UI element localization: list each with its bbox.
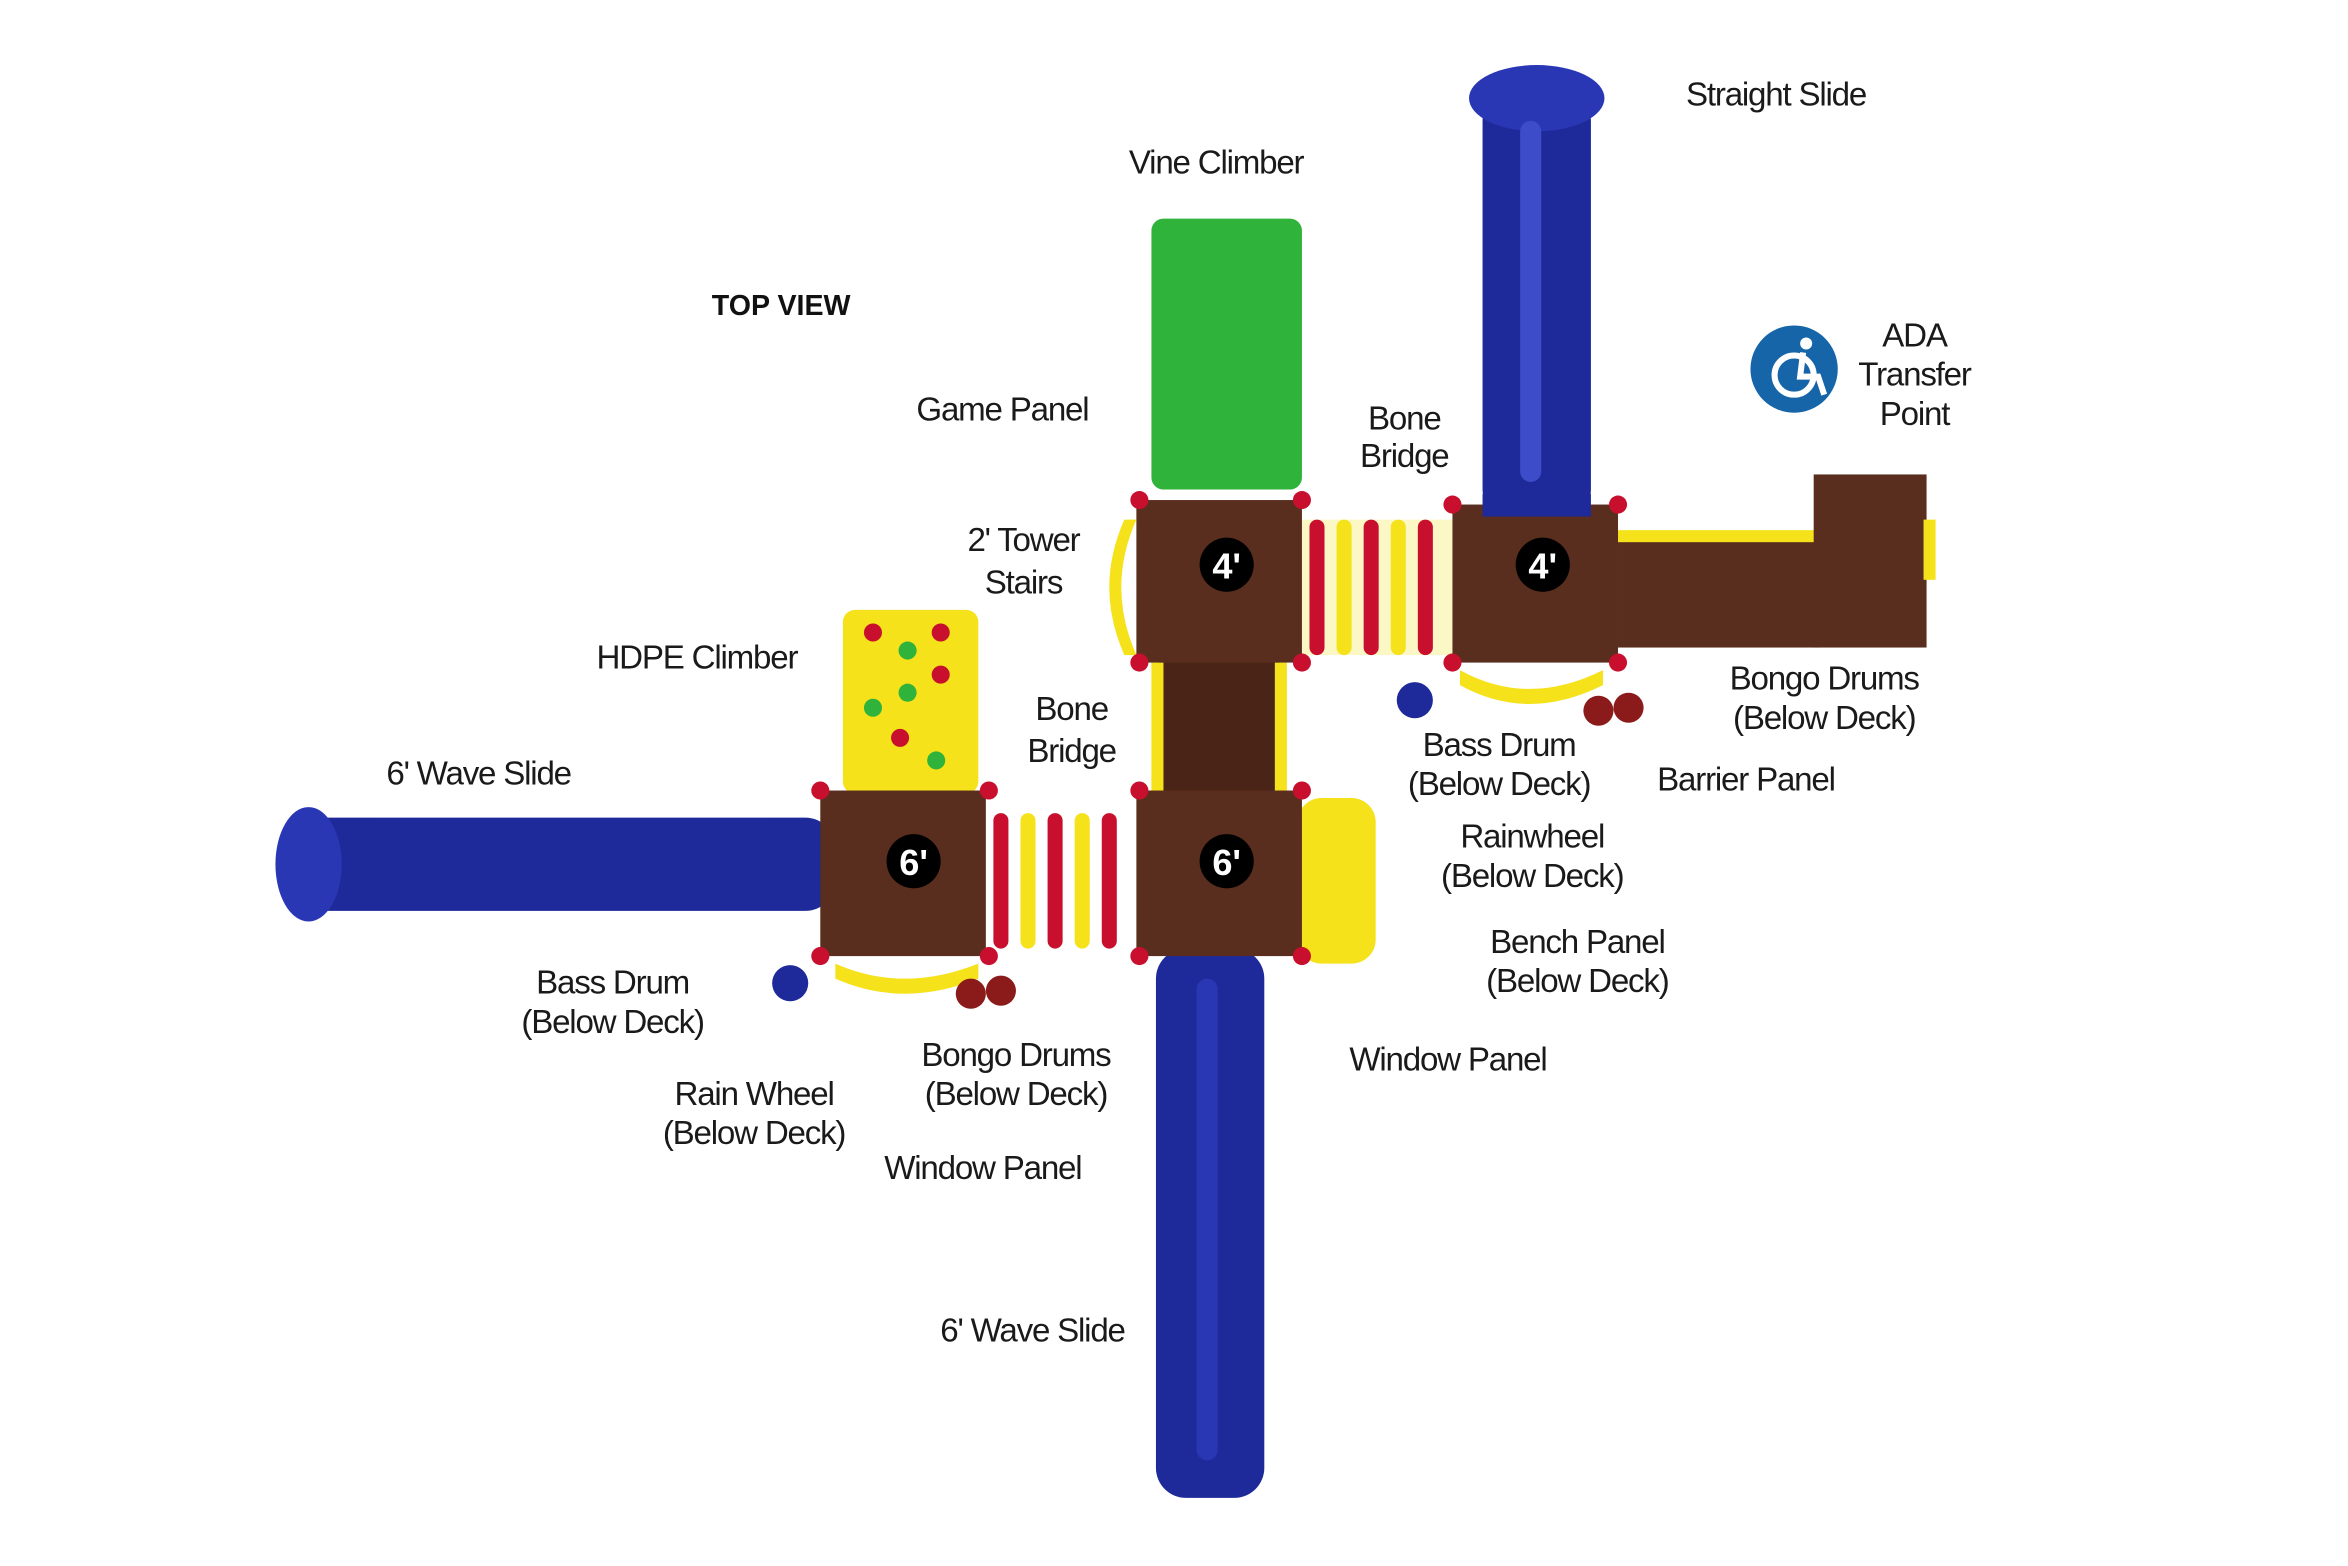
bench-panel: [1297, 798, 1376, 964]
ada-accessibility-icon: [1750, 325, 1838, 413]
label-rainwheel: (Below Deck): [1441, 858, 1623, 895]
straight-slide: [1469, 65, 1605, 520]
label-rain-wheel-left: (Below Deck): [663, 1115, 845, 1152]
label-bass-drum-left: (Below Deck): [521, 1004, 703, 1041]
barrier-panel-deck: [1610, 474, 1936, 648]
tower-4ft-right: 4': [1452, 494, 1619, 663]
label-ada: Point: [1880, 396, 1950, 433]
bone-bridge-mid: [993, 813, 1117, 949]
label-bass-drum-right: Bass Drum: [1423, 727, 1576, 764]
label-rainwheel: Rainwheel: [1460, 819, 1604, 856]
label-window-panel-right: Window Panel: [1349, 1041, 1546, 1078]
deck-height-label: 6': [899, 842, 928, 883]
label-bone-bridge-top: Bone: [1368, 400, 1441, 437]
bone-bridge-top: [1301, 519, 1453, 656]
label-vine-climber: Vine Climber: [1129, 144, 1305, 181]
label-game-panel: Game Panel: [916, 391, 1088, 428]
label-tower-stairs: 2' Tower: [967, 522, 1080, 559]
bongo-drums-left: [955, 975, 1016, 1009]
label-straight-slide: Straight Slide: [1686, 77, 1866, 114]
deck-height-label: 6': [1212, 842, 1241, 883]
label-wave-slide-left: 6' Wave Slide: [386, 756, 571, 793]
tower-6ft-left: 6': [820, 790, 986, 957]
label-hdpe-climber: HDPE Climber: [596, 640, 798, 677]
label-bench-panel: (Below Deck): [1486, 963, 1668, 1000]
label-ada: ADA: [1882, 318, 1949, 355]
label-wave-slide-bottom: 6' Wave Slide: [940, 1312, 1125, 1349]
connector-deck: [1158, 659, 1280, 799]
deck-height-label: 4': [1212, 545, 1241, 586]
wave-slide-left: [275, 807, 836, 922]
label-bench-panel: Bench Panel: [1490, 924, 1665, 961]
label-bone-bridge-mid: Bridge: [1027, 733, 1115, 770]
label-barrier-panel: Barrier Panel: [1657, 762, 1835, 799]
bass-drum-right: [1396, 682, 1433, 719]
vine-climber: [1151, 218, 1302, 490]
label-ada: Transfer: [1858, 357, 1972, 394]
deck-height-label: 4': [1528, 545, 1557, 586]
bass-drum-left: [772, 965, 809, 1002]
wave-slide-bottom: [1155, 948, 1265, 1498]
label-bongo-drums-left: Bongo Drums: [921, 1037, 1111, 1074]
bongo-drums-right: [1583, 692, 1644, 726]
tower-4ft-left: 4': [1136, 500, 1302, 663]
label-tower-stairs: Stairs: [985, 564, 1063, 601]
label-window-panel-left: Window Panel: [884, 1150, 1081, 1187]
label-bass-drum-right: (Below Deck): [1408, 766, 1590, 803]
label-bongo-drums-right: Bongo Drums: [1730, 661, 1920, 698]
label-bone-bridge-top: Bridge: [1360, 438, 1448, 475]
label-bongo-drums-right: (Below Deck): [1733, 700, 1915, 737]
label-rain-wheel-left: Rain Wheel: [675, 1076, 834, 1113]
hdpe-climber: [842, 609, 979, 794]
label-bass-drum-left: Bass Drum: [536, 965, 689, 1002]
post-caps: [811, 491, 1628, 966]
top-view-title: TOP VIEW: [712, 290, 851, 322]
label-bongo-drums-left: (Below Deck): [925, 1076, 1107, 1113]
tower-6ft-center: 6': [1136, 790, 1302, 957]
label-bone-bridge-mid: Bone: [1035, 691, 1108, 728]
